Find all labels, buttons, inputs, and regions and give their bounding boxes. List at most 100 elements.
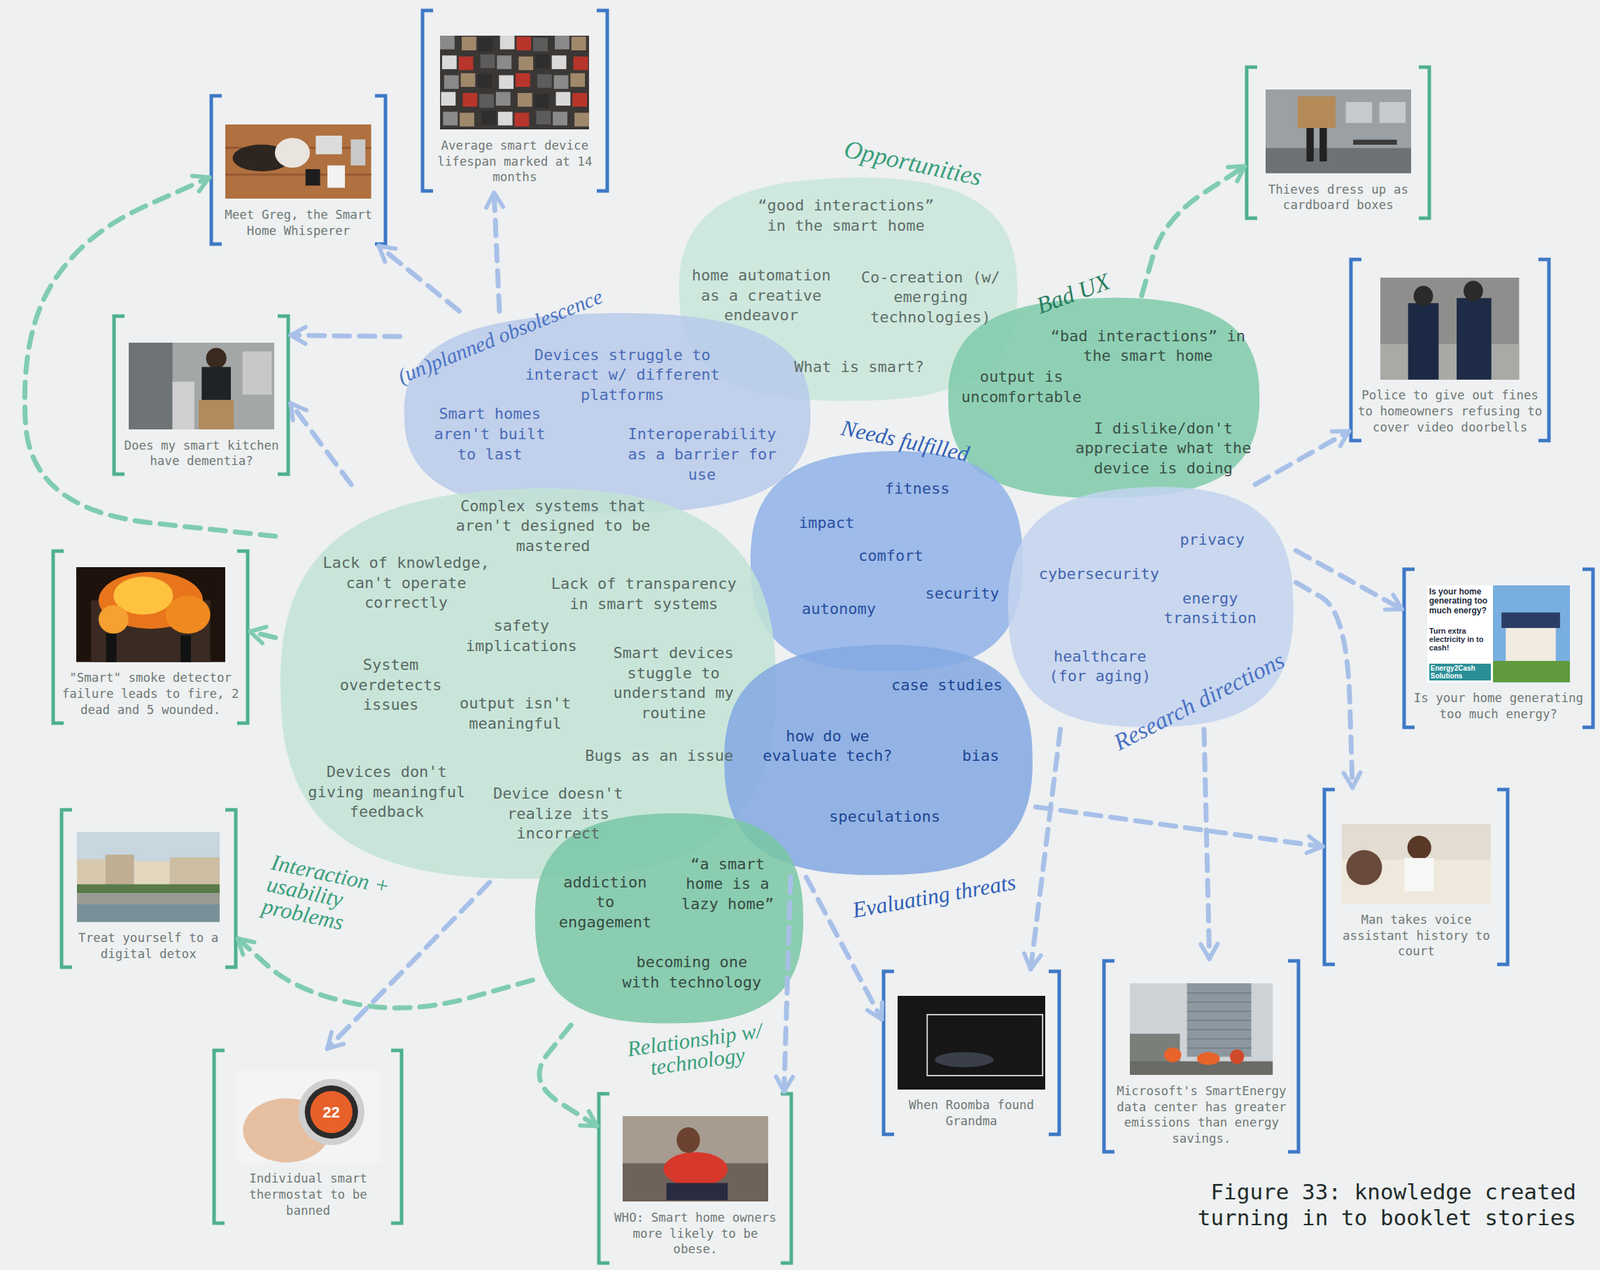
cluster-item: Devices struggle to interact w/ differen… [515,345,729,406]
photo-shape [1492,585,1570,683]
bracket-left [598,1094,610,1264]
photo-shape [1407,836,1432,861]
bracket-right [1287,961,1299,1153]
cluster-blob: Bad UX“bad interactions” in the smart ho… [945,295,1263,501]
photo-shape [934,1052,995,1067]
dashed-arrow [1030,729,1060,970]
news-caption: Does my smart kitchen have dementia? [120,437,283,471]
photo-shape [1346,850,1382,886]
photo-shape [1129,983,1273,1076]
news-caption: Thieves dress up as cardboard boxes [1264,181,1413,215]
cluster-heading: Evaluating threats [850,870,1018,922]
bracket-right [596,10,608,191]
news-photo [622,1116,769,1203]
cluster-heading: Interaction + usability problems [260,851,424,949]
photo-shape [1463,280,1484,301]
figure-caption: Figure 33: knowledge created turning in … [1184,1179,1577,1232]
photo-shape [622,1116,769,1203]
photo-shape [1319,128,1327,162]
photo-shape [458,56,474,71]
photo-shape [663,1152,728,1187]
bracket-right [780,1094,792,1264]
photo-shape [1505,626,1556,665]
cluster-item: output isn't meaningful [454,694,576,734]
cluster-item: addiction to engagement [554,873,657,934]
photo-frame: Is your home generating too much energy?… [1427,585,1570,683]
photo-shape [461,36,477,51]
photo-shape [105,633,117,663]
blob-fill [947,298,1260,499]
blob-fill [535,812,804,1023]
news-photo [1129,983,1273,1076]
photo-shape [441,92,457,107]
photo-shape [897,996,1046,1090]
photo-shape [442,55,457,70]
cluster-blob: Relationship w/ technologyaddiction to e… [532,811,806,1026]
cluster-item: Interoperability as a barrier for use [618,425,785,486]
photo-shape [533,37,548,52]
bracket-left [1324,789,1335,965]
news-caption: Treat yourself to a digital detox [74,930,223,963]
photo-shape [305,169,321,186]
caption-anchor: Figure 33: knowledge created turning in … [1184,1179,1577,1232]
news-caption: Is your home generating too much energy? [1409,690,1587,723]
bracket-left [1404,569,1415,728]
cluster-item: cybersecurity [1038,564,1160,585]
photo-shape [551,55,567,70]
photo-shape [1380,277,1519,380]
photo-shape [316,135,343,155]
photo-shape [165,596,210,634]
photo-shape [1164,1048,1182,1063]
dashed-arrow [291,403,352,485]
photo-shape [514,112,530,127]
photo-shape [535,54,550,69]
photo-shape [1378,102,1406,124]
photo-shape [172,381,194,430]
photo-shape [519,56,534,71]
photo-shape [201,367,231,403]
cluster-item: speculations [829,807,941,828]
cluster-item: Complex systems that aren't designed to … [455,496,650,557]
photo-frame [1341,824,1491,904]
blob-fill [750,451,1023,672]
news-card: Average smart device lifespan marked at … [420,8,610,194]
bracket-left [1246,67,1258,219]
photo-shape [440,35,455,50]
dashed-arrow [805,877,882,1020]
dashed-arrow [24,177,275,537]
bracket-right [1497,789,1508,965]
photo-shape [556,92,571,107]
photo-text: Energy2Cash Solutions [1429,663,1491,681]
photo-shape [128,342,173,430]
photo-shape [517,36,532,51]
photo-shape [463,93,478,108]
news-caption: Average smart device lifespan marked at … [433,137,597,186]
photo-shape [1187,983,1252,1058]
photo-shape [1380,344,1519,380]
news-photo [128,342,275,430]
cluster-item: comfort [858,546,924,567]
bracket-left [1103,961,1115,1153]
photo-shape [128,342,275,430]
photo-shape [480,54,496,69]
photo-shape [225,124,372,199]
dashed-arrow [493,192,500,312]
cluster-item: Smart devices stuggle to understand my r… [608,643,739,724]
photo-shape [1187,1020,1252,1022]
photo-shape [1265,89,1412,174]
dashed-arrow [539,1025,597,1127]
cluster-item: becoming one with technology [617,953,767,994]
photo-shape [574,112,590,127]
photo-text: Is your home generating too much energy? [1429,587,1491,616]
blob-fill [1008,486,1294,727]
photo-frame [76,832,220,923]
news-card: Is your home generating too much energy?… [1402,567,1596,730]
photo-frame [440,35,590,130]
bracket-right [1582,569,1594,728]
dashed-arrow [378,246,459,312]
photo-shape [497,55,513,70]
news-card: When Roomba found Grandma [881,969,1062,1137]
news-caption: Individual smart thermostat to be banned [245,1171,371,1219]
news-photo [1265,89,1412,174]
news-card: WHO: Smart home owners more likely to be… [596,1092,794,1266]
